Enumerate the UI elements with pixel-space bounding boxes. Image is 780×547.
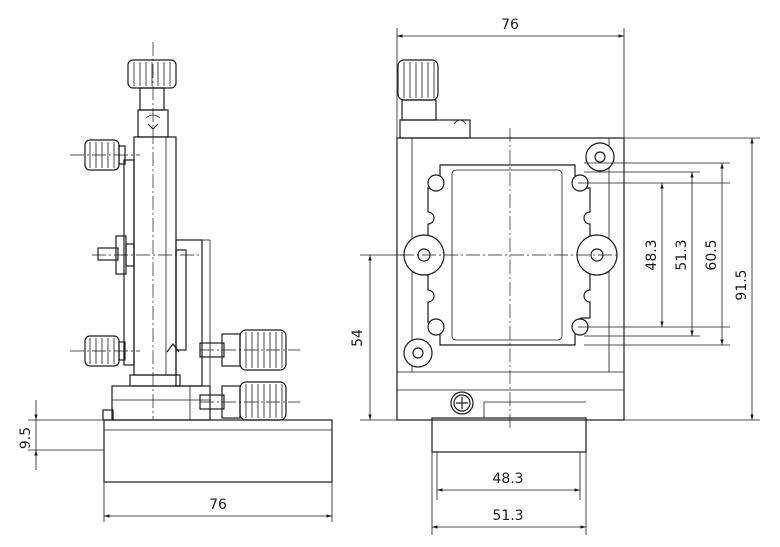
dim-front-hole-inner: 48.3 (644, 239, 660, 270)
side-top-knob (127, 59, 177, 111)
front-view: 76 54 48.3 51.3 60.5 91.5 48.3 51.3 (350, 17, 760, 535)
side-view: 9.5 76 (18, 42, 333, 522)
dim-side-width: 76 (209, 497, 227, 513)
side-right-knob-lower (199, 381, 287, 421)
side-base-block (111, 385, 211, 421)
side-base-plate (103, 419, 333, 483)
front-top-knob (397, 59, 471, 139)
side-column (133, 136, 177, 376)
dim-front-base-inner: 48.3 (492, 471, 523, 487)
dim-front-hole-total: 60.5 (704, 239, 720, 270)
front-body (396, 137, 625, 421)
dim-front-base-outer: 51.3 (492, 508, 523, 524)
dim-front-hole-outer: 51.3 (674, 239, 690, 270)
dim-front-total-height: 91.5 (734, 269, 750, 300)
dim-front-width: 76 (501, 17, 519, 33)
phillips-screw-icon (450, 391, 474, 415)
dim-front-mount-height: 54 (350, 329, 366, 347)
front-corner-knob-bottom (403, 338, 433, 368)
side-carriage (175, 239, 203, 387)
dim-side-base-height: 9.5 (18, 427, 34, 449)
front-stage-plate (427, 164, 591, 346)
front-base-block (431, 417, 587, 453)
front-corner-knob-top (585, 142, 615, 172)
